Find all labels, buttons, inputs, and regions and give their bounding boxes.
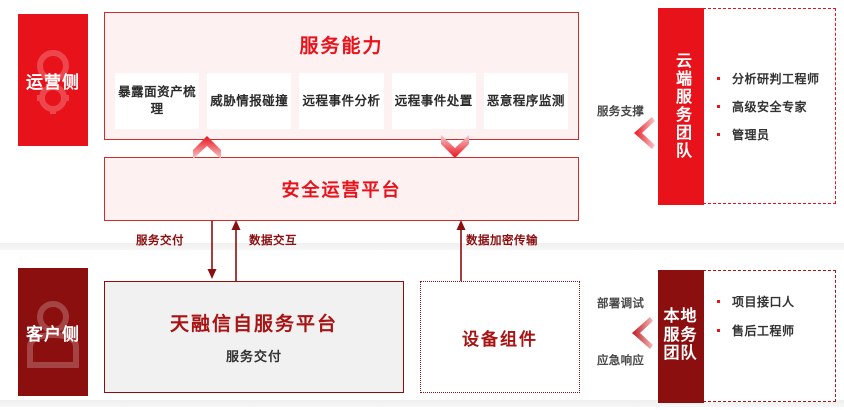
device-component-title: 设备组件 xyxy=(462,329,538,349)
section-divider-band-top xyxy=(0,243,844,250)
local-arrow-label-deploy-debug: 部署调试 xyxy=(597,298,645,310)
chevron-up-icon xyxy=(192,134,222,160)
chevron-down-icon xyxy=(440,134,470,160)
capability-card[interactable]: 恶意程序监测 xyxy=(483,73,569,129)
person-watermark-icon xyxy=(22,291,84,373)
cloud-service-team-member-list: 分析研判工程师 高级安全专家 管理员 xyxy=(717,9,827,203)
team-member-label: 高级安全专家 xyxy=(732,99,808,114)
cloud-arrow-label-service-support: 服务支撑 xyxy=(597,106,645,118)
bullet-dot-icon xyxy=(717,132,720,136)
local-service-team-banner: 本地服务团队 xyxy=(657,269,704,403)
connector-label-service-delivery: 服务交付 xyxy=(136,235,184,247)
bullet-dot-icon xyxy=(717,300,720,303)
team-member-label: 售后工程师 xyxy=(732,324,795,338)
device-component-box: 设备组件 xyxy=(420,281,580,393)
security-operation-platform-title: 安全运营平台 xyxy=(281,180,402,200)
local-arrow-label-emergency-response: 应急响应 xyxy=(597,355,645,367)
connector-label-data-exchange: 数据交互 xyxy=(249,235,297,247)
bullet-dot-icon xyxy=(717,104,720,108)
team-member-item: 售后工程师 xyxy=(717,322,827,339)
team-member-label: 分析研判工程师 xyxy=(732,71,820,86)
security-operation-platform-panel: 安全运营平台 xyxy=(104,157,579,221)
cloud-service-team-banner: 云端服务团队 xyxy=(657,7,704,205)
customer-side-label: 客户侧 xyxy=(26,324,80,344)
connector-label-data-encrypted-transfer: 数据加密传输 xyxy=(466,235,538,247)
team-member-item: 管理员 xyxy=(717,126,827,143)
team-member-item: 分析研判工程师 xyxy=(717,70,827,87)
self-service-platform-subtitle: 服务交付 xyxy=(225,349,282,364)
capability-card[interactable]: 远程事件分析 xyxy=(299,73,384,129)
team-member-item: 项目接口人 xyxy=(717,293,827,310)
local-service-team-group: 本地服务团队 项目接口人 售后工程师 xyxy=(657,269,836,403)
capability-card[interactable]: 暴露面资产梳理 xyxy=(115,73,200,129)
bullet-dot-icon xyxy=(717,329,720,332)
customer-side-banner: 客户侧 xyxy=(18,268,88,396)
service-capability-card-list: 暴露面资产梳理 威胁情报碰撞 远程事件分析 远程事件处置 恶意程序监测 xyxy=(115,73,569,129)
bullet-dot-icon xyxy=(717,76,720,80)
cloud-service-team-group: 云端服务团队 分析研判工程师 高级安全专家 管理员 xyxy=(657,7,836,205)
team-member-label: 项目接口人 xyxy=(732,295,795,309)
team-member-label: 管理员 xyxy=(732,127,770,142)
chevron-left-icon xyxy=(630,316,654,350)
self-service-platform-title: 天融信自服务平台 xyxy=(169,314,338,335)
service-capability-panel: 服务能力 暴露面资产梳理 威胁情报碰撞 远程事件分析 远程事件处置 恶意程序监测 xyxy=(104,12,579,140)
capability-card[interactable]: 远程事件处置 xyxy=(391,73,476,129)
chevron-left-icon xyxy=(632,116,656,150)
operations-side-banner: 运营侧 xyxy=(18,14,88,146)
local-service-team-member-list: 项目接口人 售后工程师 xyxy=(717,271,827,401)
local-service-team-label: 本地服务团队 xyxy=(663,307,698,363)
section-divider-band-bottom xyxy=(0,400,844,407)
person-gear-watermark-icon xyxy=(23,40,83,120)
self-service-platform-box: 天融信自服务平台 服务交付 xyxy=(104,281,404,393)
capability-card[interactable]: 威胁情报碰撞 xyxy=(207,73,292,129)
cloud-service-team-label: 云端服务团队 xyxy=(672,52,690,160)
operations-side-label: 运营侧 xyxy=(26,72,80,92)
service-capability-title: 服务能力 xyxy=(299,36,384,57)
team-member-item: 高级安全专家 xyxy=(717,98,827,115)
